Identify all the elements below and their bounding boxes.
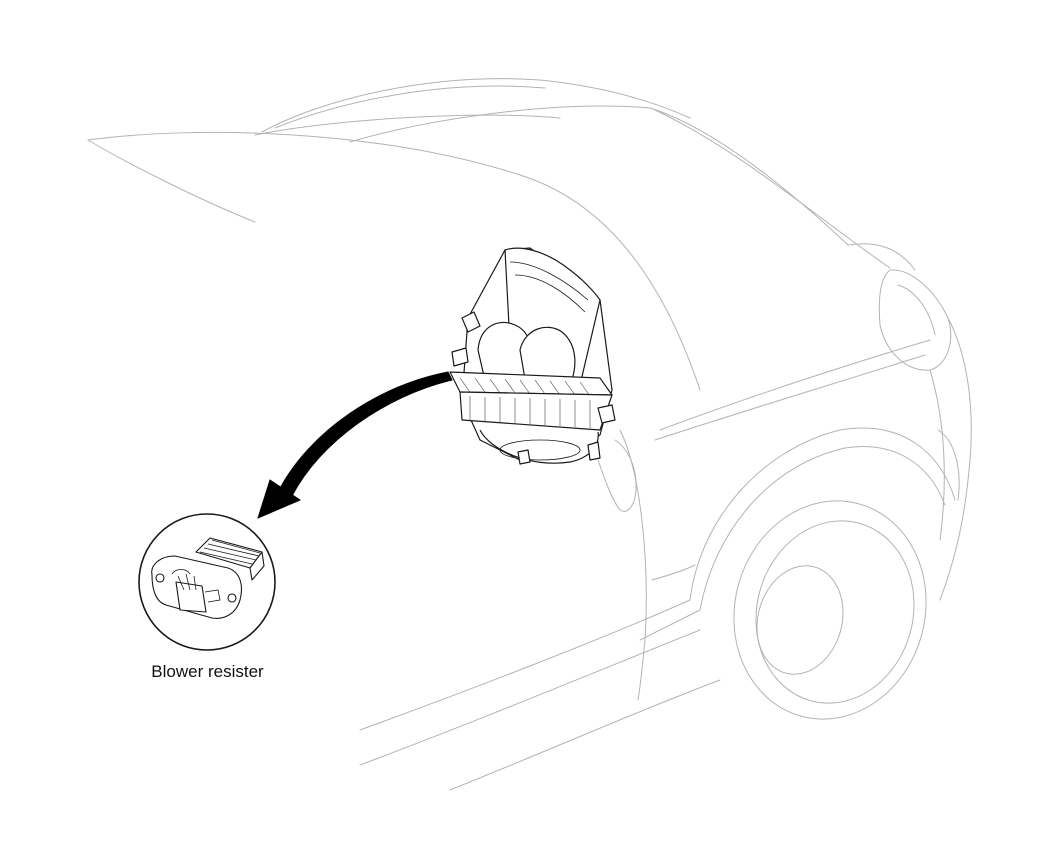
vehicle-outline-icon xyxy=(87,78,972,791)
blower-resistor-icon xyxy=(138,513,276,651)
curved-arrow-icon xyxy=(257,371,453,519)
blower-resistor-label: Blower resister xyxy=(151,662,264,681)
blower-unit-icon xyxy=(449,247,616,465)
